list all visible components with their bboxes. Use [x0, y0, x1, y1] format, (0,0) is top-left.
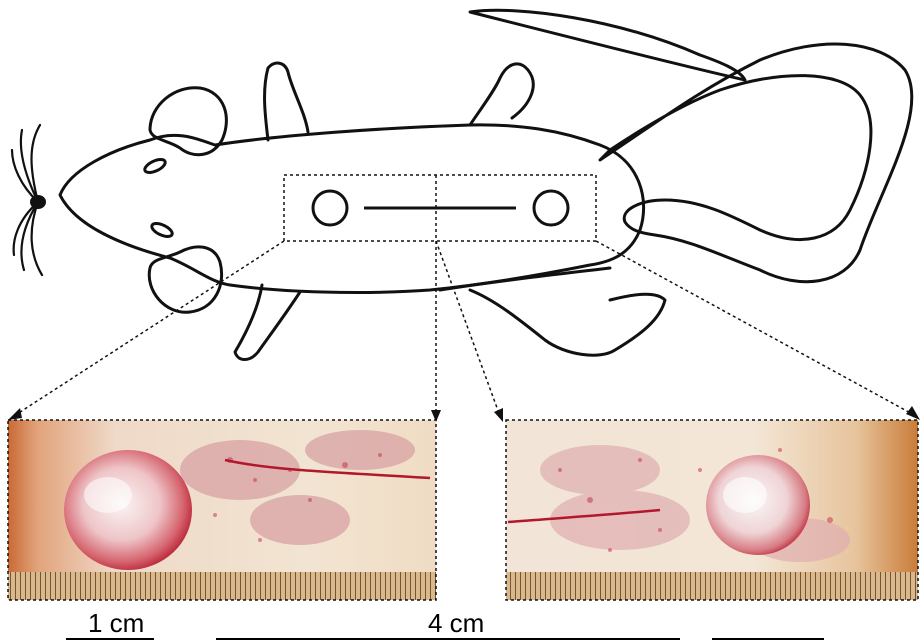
right-skin-section: [506, 420, 918, 600]
scale-left-label: 1 cm: [88, 610, 144, 636]
rat-outline: [60, 10, 912, 359]
rat-eye-top: [143, 157, 167, 175]
left-skin-section: [8, 420, 436, 600]
rat-tail: [600, 44, 912, 282]
rat-eye-bottom: [150, 221, 174, 239]
scale-left-bar: [66, 638, 154, 640]
rat-hind-leg-bottom: [470, 290, 665, 355]
scale-right-bar: [712, 638, 824, 640]
scale-center-label: 4 cm: [428, 610, 484, 636]
rat-body: [60, 125, 644, 293]
implant-right-marker: [534, 191, 568, 225]
rat-nose: [30, 195, 46, 209]
implant-left-marker: [313, 191, 347, 225]
scale-center-bar: [216, 638, 680, 640]
rat-front-paw-top: [265, 63, 308, 140]
implant-region: [284, 175, 596, 241]
arrow-right-inner: [436, 241, 500, 416]
rat-hip-line: [440, 268, 610, 290]
left-implant: [64, 450, 192, 570]
rat-tail-tip: [470, 10, 745, 80]
rat-hind-leg-top: [470, 64, 533, 125]
rat-front-paw-bottom: [235, 285, 300, 360]
